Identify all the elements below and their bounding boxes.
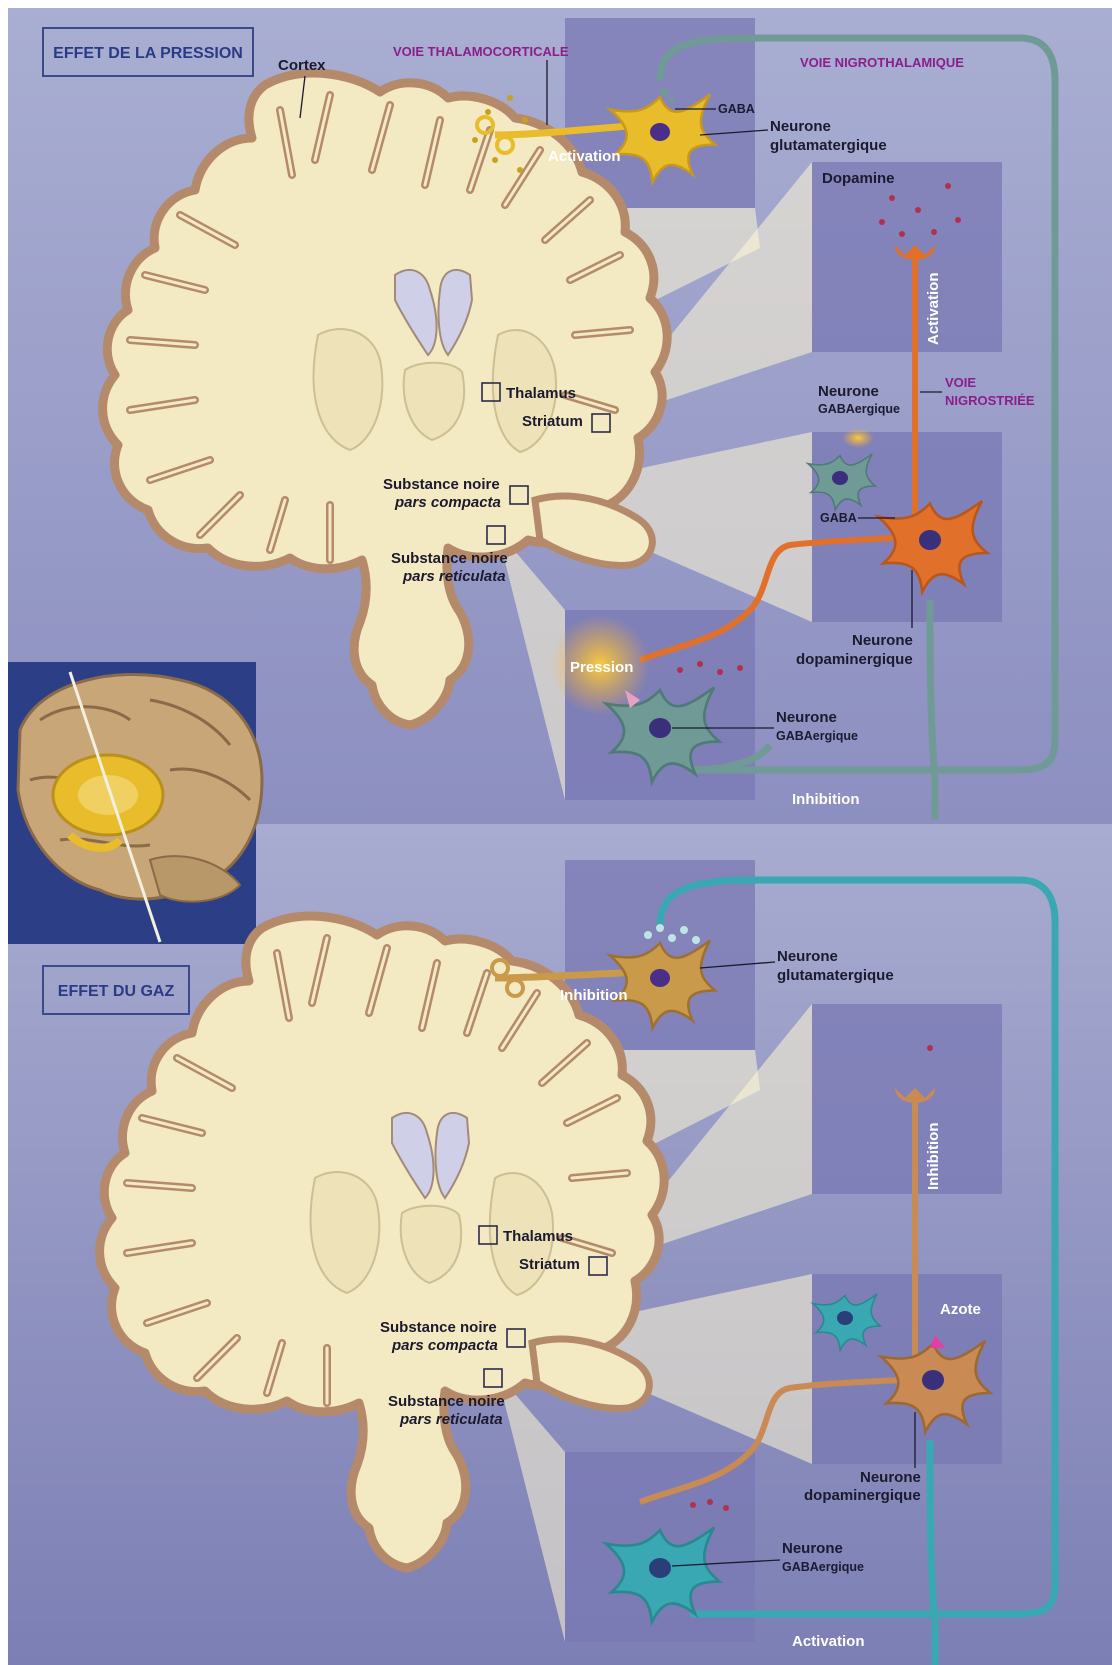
label-neurone-dopa-line1: Neurone <box>852 632 913 649</box>
label-thalamus-bottom: Thalamus <box>503 1228 573 1245</box>
label-inhibition-cortex: Inhibition <box>560 987 627 1004</box>
top-panel-title: EFFET DE LA PRESSION <box>53 45 243 62</box>
label-activation-bottom: Activation <box>792 1633 865 1650</box>
label-substance-noire-compacta-line2: pars compacta <box>394 494 501 511</box>
label-neurone-gaba-nigra-line1: Neurone <box>776 709 837 726</box>
label-neurone-glut-bottom-line1: Neurone <box>777 948 838 965</box>
label-activation-dopamine: Activation <box>925 272 942 345</box>
label-neurone-gaba-nigra-bottom-line2: GABAergique <box>782 1560 864 1574</box>
label-azote: Azote <box>940 1301 981 1318</box>
label-voie-nigrostriee-line1: VOIE <box>945 375 976 390</box>
label-gaba-striatum: GABA <box>820 511 857 525</box>
label-neurone-glut-line1: Neurone <box>770 118 831 135</box>
label-neurone-gaba-striatum-line1: Neurone <box>818 383 879 400</box>
label-substance-noire-compacta-bottom-line2: pars compacta <box>391 1337 498 1354</box>
label-neurone-glut-line2: glutamatergique <box>770 137 887 154</box>
label-neurone-dopa-bottom-line1: Neurone <box>860 1469 921 1486</box>
label-thalamus: Thalamus <box>506 385 576 402</box>
label-substance-noire-compacta-bottom-line1: Substance noire <box>380 1319 497 1336</box>
label-striatum-bottom: Striatum <box>519 1256 580 1273</box>
label-substance-noire-reticulata-line1: Substance noire <box>391 550 508 567</box>
label-inhibition: Inhibition <box>792 791 859 808</box>
label-substance-noire-compacta-line1: Substance noire <box>383 476 500 493</box>
label-activation-cortex: Activation <box>548 148 621 165</box>
label-voie-nigrostriee-line2: NIGROSTRIÉE <box>945 393 1035 408</box>
label-voie-thalamocorticale: VOIE THALAMOCORTICALE <box>393 44 569 59</box>
label-striatum: Striatum <box>522 413 583 430</box>
label-neurone-dopa-bottom-line2: dopaminergique <box>804 1487 921 1504</box>
bottom-panel-title: EFFET DU GAZ <box>58 983 175 1000</box>
inset-whole-brain <box>8 662 262 944</box>
label-inhibition-dopamine: Inhibition <box>925 1123 942 1190</box>
label-substance-noire-reticulata-bottom-line2: pars reticulata <box>399 1411 503 1428</box>
label-cortex: Cortex <box>278 57 326 74</box>
label-substance-noire-reticulata-bottom-line1: Substance noire <box>388 1393 505 1410</box>
label-neurone-dopa-line2: dopaminergique <box>796 651 913 668</box>
label-gaba-top: GABA <box>718 102 755 116</box>
label-neurone-gaba-nigra-line2: GABAergique <box>776 729 858 743</box>
label-dopamine: Dopamine <box>822 170 895 187</box>
label-neurone-gaba-nigra-bottom-line1: Neurone <box>782 1540 843 1557</box>
label-neurone-gaba-striatum-line2: GABAergique <box>818 402 900 416</box>
label-voie-nigrothalamique: VOIE NIGROTHALAMIQUE <box>800 55 964 70</box>
label-pression: Pression <box>570 659 633 676</box>
label-neurone-glut-bottom-line2: glutamatergique <box>777 967 894 984</box>
label-substance-noire-reticulata-line2: pars reticulata <box>402 568 506 585</box>
